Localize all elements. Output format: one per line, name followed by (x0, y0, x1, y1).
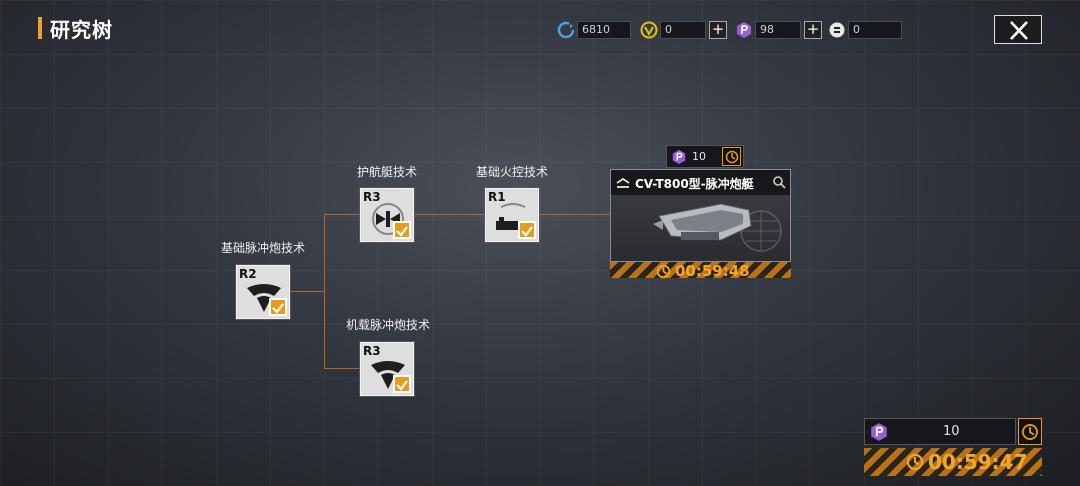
node-label-escort-ship: 护航艇技术 (357, 165, 418, 179)
shield-wing-icon (371, 361, 405, 389)
card-timer-strip (610, 262, 791, 278)
add-premium-button[interactable]: + (804, 21, 822, 39)
credits-value: 6810 (577, 21, 631, 39)
connector-to-escort (324, 214, 360, 215)
node-rank: R3 (363, 344, 381, 358)
purple-gem-icon (735, 21, 753, 39)
ship-illustration (653, 203, 752, 241)
gold-coin-icon (640, 21, 658, 39)
connector-to-carrier (324, 368, 360, 369)
tech-node-basic-pulse-cannon[interactable]: R2 (236, 265, 290, 319)
purple-gem-icon (672, 149, 686, 164)
page-title: 研究树 (50, 18, 113, 42)
resource-premium: 98 + (735, 20, 822, 40)
connector-to-firecontrol (414, 214, 485, 215)
node-label-carrier-pulse-cannon: 机载脉冲炮技术 (346, 318, 431, 332)
energy-value: 0 (848, 21, 902, 39)
queue-timer: 00:59:47 (906, 450, 1028, 474)
tech-node-carrier-pulse-cannon[interactable]: R3 (360, 342, 414, 396)
resource-credits: 6810 (557, 20, 631, 40)
connector-to-card (539, 214, 610, 215)
clock-icon (656, 264, 671, 278)
gold-value: 0 (660, 21, 706, 39)
node-rank: R3 (363, 190, 381, 204)
white-token-icon (828, 21, 846, 39)
connector-root (290, 291, 324, 292)
tech-node-escort-ship[interactable]: R3 (360, 188, 414, 242)
node-label-basic-fire-control: 基础火控技术 (476, 165, 549, 179)
resource-energy: 0 (828, 20, 902, 40)
speedup-button[interactable] (722, 147, 741, 166)
resource-gold: 0 + (640, 20, 727, 40)
purple-gem-icon (871, 422, 887, 441)
node-label-basic-pulse-cannon: 基础脉冲炮技术 (221, 241, 306, 255)
card-timer: 00:59:48 (656, 262, 750, 280)
ship-name: CV-T800型-脉冲炮艇 (635, 177, 754, 191)
node-rank: R1 (488, 190, 506, 204)
refresh-coin-icon (557, 21, 575, 39)
title-accent-bar (38, 17, 42, 39)
card-timer-value: 00:59:48 (675, 262, 750, 280)
card-cost-value: 10 (692, 150, 706, 163)
close-icon (1010, 21, 1028, 40)
gear-cross-icon (372, 203, 404, 235)
add-gold-button[interactable]: + (709, 21, 727, 39)
clock-speedup-icon (725, 150, 738, 163)
completed-check-icon (393, 375, 411, 393)
radar-grid-icon (740, 210, 782, 252)
queue-cost-box: 10 (864, 418, 1016, 445)
search-icon[interactable] (772, 175, 786, 189)
completed-check-icon (518, 221, 536, 239)
queue-timer-strip (864, 448, 1042, 476)
card-cost-tag: 10 (666, 145, 744, 168)
clock-speedup-icon (1022, 423, 1038, 440)
research-ship-card[interactable]: CV-T800型-脉冲炮艇 (610, 169, 791, 262)
completed-check-icon (269, 298, 287, 316)
connector-vertical (324, 214, 325, 369)
queue-speedup-button[interactable] (1018, 418, 1042, 445)
queue-timer-value: 00:59:47 (928, 450, 1028, 474)
queue-cost-value: 10 (943, 424, 960, 439)
close-button[interactable] (994, 15, 1042, 44)
card-header: CV-T800型-脉冲炮艇 (611, 170, 790, 195)
clock-icon (906, 453, 924, 471)
node-rank: R2 (239, 267, 257, 281)
shield-wing-icon (247, 284, 281, 312)
tech-node-basic-fire-control[interactable]: R1 (485, 188, 539, 242)
chevron-rank-icon (616, 178, 630, 188)
completed-check-icon (393, 221, 411, 239)
premium-value: 98 (755, 21, 801, 39)
